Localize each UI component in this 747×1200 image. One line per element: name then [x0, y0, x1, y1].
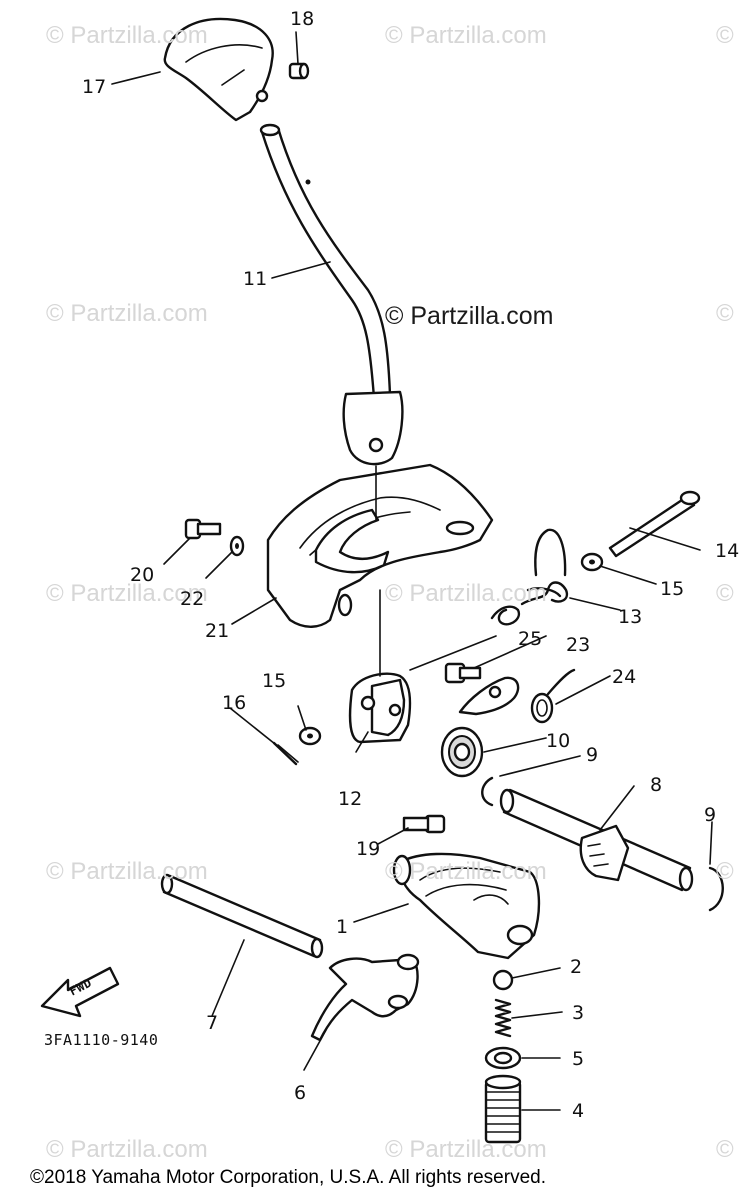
part-spring-small — [490, 605, 521, 626]
part-8-shift-shaft — [499, 788, 694, 892]
callout-2: 2 — [570, 956, 583, 978]
part-6-shift-fork — [310, 953, 420, 1042]
part-23-stopper-lever — [458, 676, 520, 716]
part-7-guide-bar — [160, 873, 324, 959]
part-13-spring — [520, 528, 569, 606]
watermark: © — [716, 1136, 734, 1163]
callout-9-lower: 9 — [704, 804, 717, 826]
copyright-notice: ©2018 Yamaha Motor Corporation, U.S.A. A… — [30, 1167, 546, 1188]
callout-9-upper: 9 — [586, 744, 599, 766]
part-9-circlip-left — [481, 776, 494, 807]
callout-12: 12 — [338, 788, 363, 810]
callout-4: 4 — [572, 1100, 585, 1122]
part-22-washer — [229, 535, 245, 557]
callout-leader-lines — [111, 31, 713, 1111]
watermark: © — [716, 22, 734, 49]
callout-10: 10 — [546, 730, 571, 752]
part-11-shift-lever — [259, 123, 404, 466]
part-25-bolt — [444, 662, 482, 684]
callout-16: 16 — [222, 692, 247, 714]
callout-25: 25 — [518, 628, 543, 650]
watermark: © Partzilla.com — [46, 1136, 208, 1163]
callout-8: 8 — [650, 774, 663, 796]
part-21-shift-guide — [266, 463, 494, 628]
callout-14: 14 — [715, 540, 740, 562]
part-4-plug — [484, 1074, 522, 1144]
part-19-bolt — [402, 814, 446, 834]
part-18-pin — [288, 62, 310, 80]
callout-13: 13 — [618, 606, 643, 628]
part-15-washer-lower — [298, 726, 322, 746]
watermark-center: © Partzilla.com — [385, 302, 554, 330]
callout-20: 20 — [130, 564, 155, 586]
callout-23: 23 — [566, 634, 591, 656]
part-15-washer-upper — [580, 552, 604, 572]
callout-1: 1 — [336, 916, 349, 938]
watermark: © Partzilla.com — [385, 22, 547, 49]
part-3-spring — [494, 998, 512, 1038]
part-10-bearing — [440, 726, 484, 778]
callout-7: 7 — [206, 1012, 219, 1034]
callout-3: 3 — [572, 1002, 585, 1024]
callout-15-upper: 15 — [660, 578, 685, 600]
callout-24: 24 — [612, 666, 637, 688]
part-1-shift-cam — [392, 852, 541, 960]
part-24-torsion-spring — [530, 668, 576, 724]
callout-22: 22 — [180, 588, 205, 610]
part-12-shift-arm — [348, 672, 412, 744]
part-14-long-pin — [608, 490, 701, 558]
watermark: © Partzilla.com — [46, 580, 208, 607]
callout-11: 11 — [243, 268, 268, 290]
part-17-shift-knob — [163, 17, 274, 122]
callout-6: 6 — [294, 1082, 307, 1104]
watermark: © Partzilla.com — [46, 22, 208, 49]
watermark: © Partzilla.com — [46, 300, 208, 327]
part-5-washer — [484, 1046, 522, 1070]
part-code: 3FA1110-9140 — [44, 1031, 159, 1049]
watermark: © — [716, 300, 734, 327]
part-9-circlip-right — [708, 866, 724, 912]
callout-15-lower: 15 — [262, 670, 287, 692]
callout-18: 18 — [290, 8, 315, 30]
watermark: © Partzilla.com — [385, 858, 547, 885]
callout-19: 19 — [356, 838, 381, 860]
fwd-arrow-icon — [40, 966, 120, 1018]
callout-21: 21 — [205, 620, 230, 642]
watermark: © Partzilla.com — [385, 580, 547, 607]
watermark: © — [716, 580, 734, 607]
callout-17: 17 — [82, 76, 107, 98]
part-20-bolt — [184, 518, 222, 540]
watermark: © Partzilla.com — [385, 1136, 547, 1163]
watermark: © Partzilla.com — [46, 858, 208, 885]
watermark: © — [716, 858, 734, 885]
callout-5: 5 — [572, 1048, 585, 1070]
assembly-alignment-lines — [375, 465, 497, 677]
part-2-ball — [492, 969, 514, 991]
